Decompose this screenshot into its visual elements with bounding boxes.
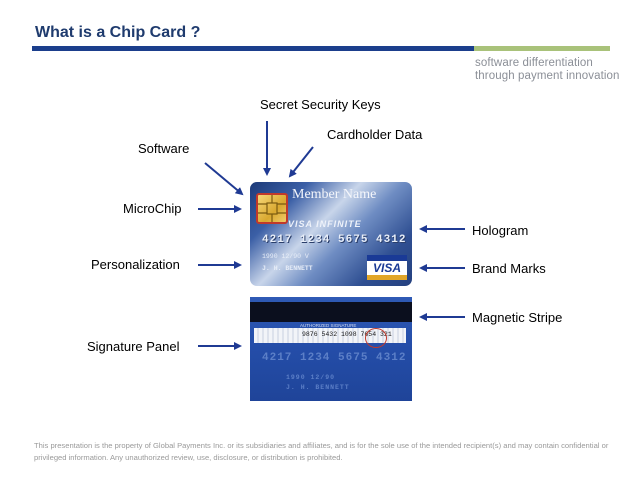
card-member-name: Member Name: [292, 187, 377, 202]
card-back-image: AUTHORIZED SIGNATURE 9876 5432 1098 7654…: [250, 297, 412, 401]
label-software: Software: [138, 141, 190, 156]
slide-title: What is a Chip Card ?: [35, 24, 201, 41]
card-front-image: Member Name VISA INFINITE 4217 1234 5675…: [250, 182, 412, 286]
label-hologram: Hologram: [472, 223, 529, 238]
embossed-dates-reverse: 1990 12/90: [286, 374, 336, 381]
visa-logo: VISA: [367, 255, 407, 280]
chip-icon: [256, 193, 288, 224]
label-cardholder-data: Cardholder Data: [327, 127, 423, 142]
title-rule-green: [474, 46, 610, 51]
label-microchip: MicroChip: [123, 201, 182, 216]
card-dates: 1990 12/90 V: [262, 253, 309, 260]
label-personalization: Personalization: [91, 257, 180, 272]
embossed-holder-reverse: J. H. BENNETT: [286, 384, 350, 391]
visa-logo-text: VISA: [372, 261, 401, 275]
title-rule-blue: [32, 46, 474, 51]
visa-logo-blue-band: [367, 255, 407, 261]
company-tagline: software differentiation through payment…: [475, 57, 620, 83]
tagline-line-2: through payment innovation: [475, 70, 620, 82]
card-number: 4217 1234 5675 4312: [262, 234, 407, 246]
arrow-software: [204, 162, 244, 196]
signature-header: AUTHORIZED SIGNATURE: [300, 323, 357, 328]
card-brand-text: VISA INFINITE: [288, 219, 362, 229]
arrow-cardholder-data: [288, 146, 314, 178]
label-brand-marks: Brand Marks: [472, 261, 546, 276]
confidentiality-footer: This presentation is the property of Glo…: [34, 441, 609, 462]
tagline-line-1: software differentiation: [475, 57, 593, 69]
visa-logo-gold-band: [367, 275, 407, 280]
signature-number: 9876 5432 1098 7654 321: [302, 331, 392, 338]
chip-contacts: [258, 195, 286, 222]
label-signature-panel: Signature Panel: [87, 339, 180, 354]
magnetic-stripe: [250, 302, 412, 322]
card-holder-name: J. H. BENNETT: [262, 265, 313, 272]
label-secret-security-keys: Secret Security Keys: [260, 97, 381, 112]
cvv-highlight-circle: [365, 328, 387, 348]
label-magnetic-stripe: Magnetic Stripe: [472, 310, 563, 325]
embossed-number-reverse: 4217 1234 5675 4312: [262, 352, 407, 364]
